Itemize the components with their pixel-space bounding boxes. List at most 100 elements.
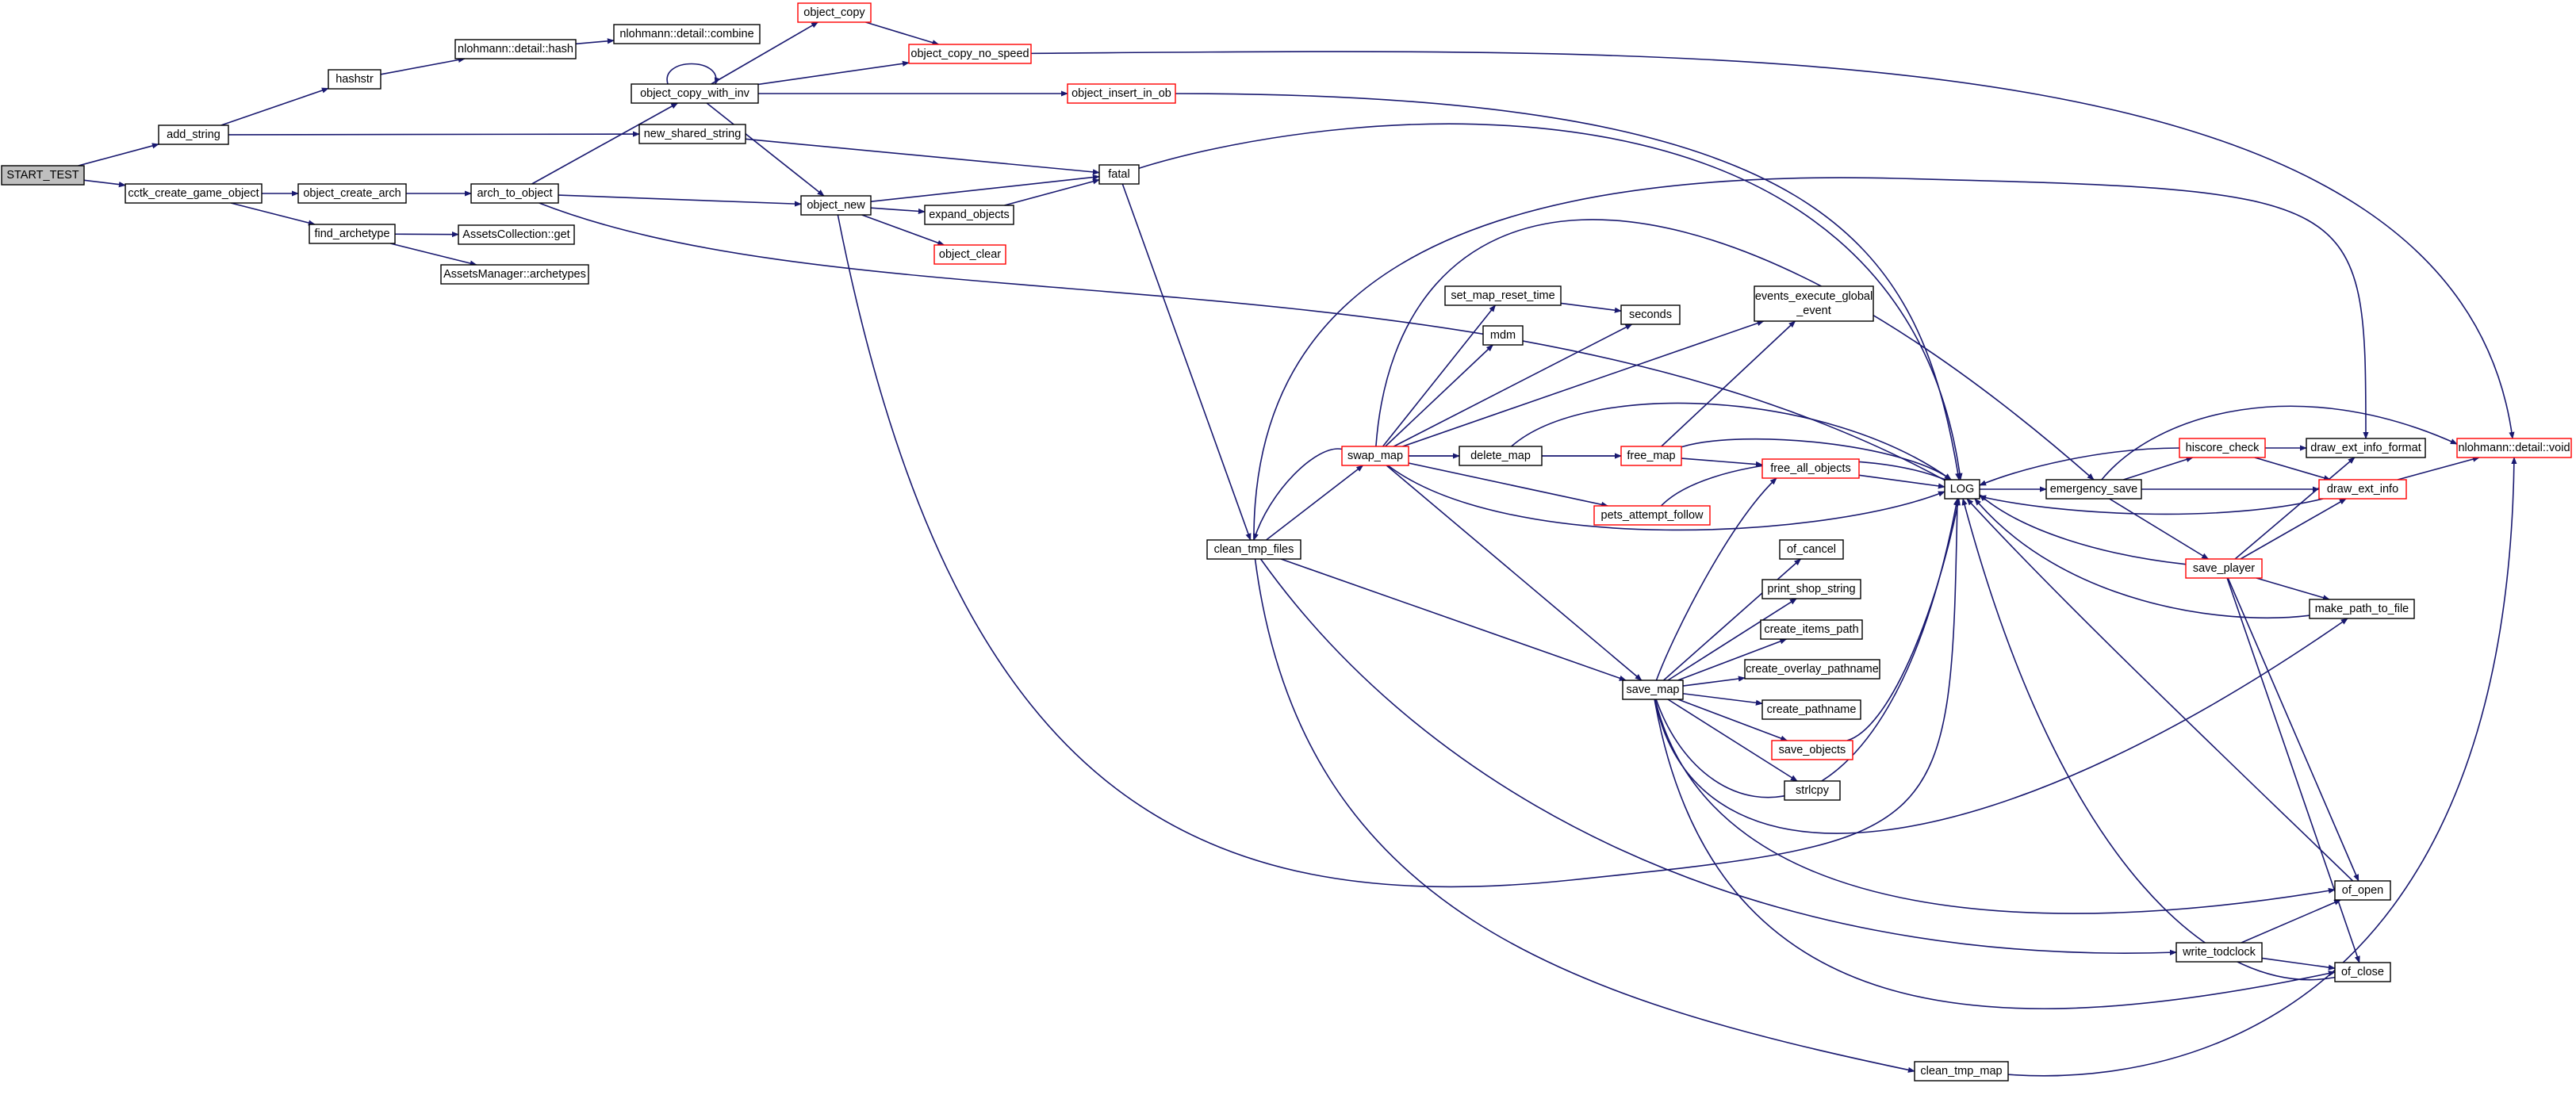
node-box (2456, 438, 2572, 458)
node-box (613, 24, 761, 44)
node-box (1482, 325, 1524, 346)
node-create-overlay-pathname[interactable]: create_overlay_pathname (1744, 659, 1880, 680)
node-label: print_shop_string (1767, 583, 1855, 595)
node-arch-to-object[interactable]: arch_to_object (470, 183, 559, 204)
node-object-clear[interactable]: object_clear (933, 244, 1006, 265)
edge-save_player-to-of_close (2226, 577, 2360, 963)
node-box (638, 124, 746, 144)
node-label: new_shared_string (644, 128, 742, 140)
node-seconds[interactable]: seconds (1620, 304, 1681, 325)
node-label: swap_map (1347, 450, 1403, 462)
edge-object_copy_with_inv-to-object_copy_no_speed (757, 60, 910, 86)
node-print-shop-string[interactable]: print_shop_string (1761, 579, 1861, 599)
edge-swap_map-to-LOG (1387, 465, 1945, 531)
node-set-map-reset-time[interactable]: set_map_reset_time (1444, 285, 1562, 306)
edge-draw_ext_info-to-nh_void (2397, 456, 2480, 480)
node-label: arch_to_object (477, 187, 552, 200)
node-object-copy[interactable]: object_copy (797, 2, 872, 23)
node-object-copy-with-inv[interactable]: object_copy_with_inv (631, 83, 759, 104)
edge-hiscore_check-to-draw_ext_info (2254, 457, 2332, 481)
node-fatal[interactable]: fatal (1098, 164, 1140, 185)
node-am-arch[interactable]: AssetsManager::archetypes (440, 264, 589, 285)
node-free-map[interactable]: free_map (1620, 446, 1682, 466)
node-label: object_copy_with_inv (640, 87, 750, 100)
node-box (309, 224, 396, 244)
node-label: mdm (1490, 329, 1516, 342)
edge-object_copy_with_inv-to-object_copy (711, 21, 819, 85)
node-object-create-arch[interactable]: object_create_arch (297, 183, 407, 204)
node-hiscore-check[interactable]: hiscore_check (2179, 438, 2266, 458)
node-start[interactable]: START_TEST (1, 165, 85, 186)
node-box (1620, 304, 1681, 325)
node-box (1784, 780, 1841, 801)
node-box (1771, 740, 1853, 760)
node-box (1459, 446, 1543, 466)
node-box (470, 183, 559, 204)
node-pets-attempt-follow[interactable]: pets_attempt_follow (1593, 505, 1711, 526)
node-object-insert-in-ob[interactable]: object_insert_in_ob (1067, 83, 1176, 104)
node-nh-hash[interactable]: nlohmann::detail::hash (454, 39, 577, 59)
node-clean-tmp-map[interactable]: clean_tmp_map (1914, 1061, 2009, 1082)
node-nh-combine[interactable]: nlohmann::detail::combine (613, 24, 761, 44)
node-write-todclock[interactable]: write_todclock (2175, 942, 2263, 963)
node-create-pathname[interactable]: create_pathname (1761, 699, 1861, 720)
node-clean-tmp-files[interactable]: clean_tmp_files (1206, 539, 1301, 560)
node-label: nlohmann::detail::combine (619, 28, 753, 40)
edge-of_close-to-LOG (1961, 498, 2336, 981)
node-swap-map[interactable]: swap_map (1341, 446, 1409, 466)
node-delete-map[interactable]: delete_map (1459, 446, 1543, 466)
node-free-all-objects[interactable]: free_all_objects (1761, 458, 1860, 479)
edge-nh_hash-to-nh_combine (575, 38, 615, 45)
node-object-new[interactable]: object_new (800, 195, 872, 216)
node-label: START_TEST (6, 169, 79, 182)
node-draw-ext-info[interactable]: draw_ext_info (2318, 479, 2407, 500)
node-find-archetype[interactable]: find_archetype (309, 224, 396, 244)
edge-emergency_save-to-hiscore_check (2123, 457, 2194, 480)
node-label: find_archetype (314, 228, 389, 240)
node-mdm[interactable]: mdm (1482, 325, 1524, 346)
node-emergency-save[interactable]: emergency_save (2045, 479, 2142, 500)
node-ac-get[interactable]: AssetsCollection::get (458, 224, 575, 245)
node-hashstr[interactable]: hashstr (328, 69, 381, 90)
node-box (1098, 164, 1140, 185)
node-of-cancel[interactable]: of_cancel (1779, 539, 1844, 560)
node-box (2175, 942, 2263, 963)
node-box (440, 264, 589, 285)
node-box (1341, 446, 1409, 466)
node-box (2179, 438, 2266, 458)
node-create-items-path[interactable]: create_items_path (1760, 619, 1863, 640)
node-expand-objects[interactable]: expand_objects (924, 205, 1014, 225)
edge-free_map-to-LOG (1681, 438, 1952, 480)
node-label: nlohmann::detail::hash (458, 43, 573, 56)
edge-expand_objects-to-fatal (1004, 178, 1100, 206)
node-label: of_close (2341, 966, 2384, 978)
edge-object_copy_with_inv-self-loop (666, 63, 720, 85)
node-of-open[interactable]: of_open (2334, 880, 2391, 901)
node-save-objects[interactable]: save_objects (1771, 740, 1853, 760)
node-box (1754, 285, 1874, 322)
edge-emergency_save-to-nh_void (2101, 405, 2458, 480)
node-label: object_new (807, 199, 865, 212)
node-object-copy-no-speed[interactable]: object_copy_no_speed (908, 44, 1032, 64)
edge-object_new-to-LOG (837, 214, 1961, 888)
node-make-path-to-file[interactable]: make_path_to_file (2309, 599, 2415, 619)
node-events-execute[interactable]: events_execute_global_event (1754, 285, 1874, 322)
edge-swap_map-to-save_map (1386, 465, 1643, 681)
node-of-close[interactable]: of_close (2334, 962, 2391, 982)
node-box (2334, 880, 2391, 901)
node-box (1620, 446, 1682, 466)
node-box (631, 83, 759, 104)
node-save-map[interactable]: save_map (1622, 680, 1684, 700)
node-LOG[interactable]: LOG (1944, 479, 1980, 500)
node-box (1, 165, 85, 186)
node-draw-ext-info-format[interactable]: draw_ext_info_format (2306, 438, 2426, 458)
node-nh-void[interactable]: nlohmann::detail::void (2456, 438, 2572, 458)
node-strlcpy[interactable]: strlcpy (1784, 780, 1841, 801)
node-cctk[interactable]: cctk_create_game_object (125, 183, 263, 204)
node-save-player[interactable]: save_player (2185, 558, 2263, 579)
node-label: object_create_arch (303, 187, 401, 200)
node-new-shared-string[interactable]: new_shared_string (638, 124, 746, 144)
edge-clean_tmp_files-to-write_todclock (1259, 558, 2177, 955)
node-add-string[interactable]: add_string (158, 124, 229, 145)
